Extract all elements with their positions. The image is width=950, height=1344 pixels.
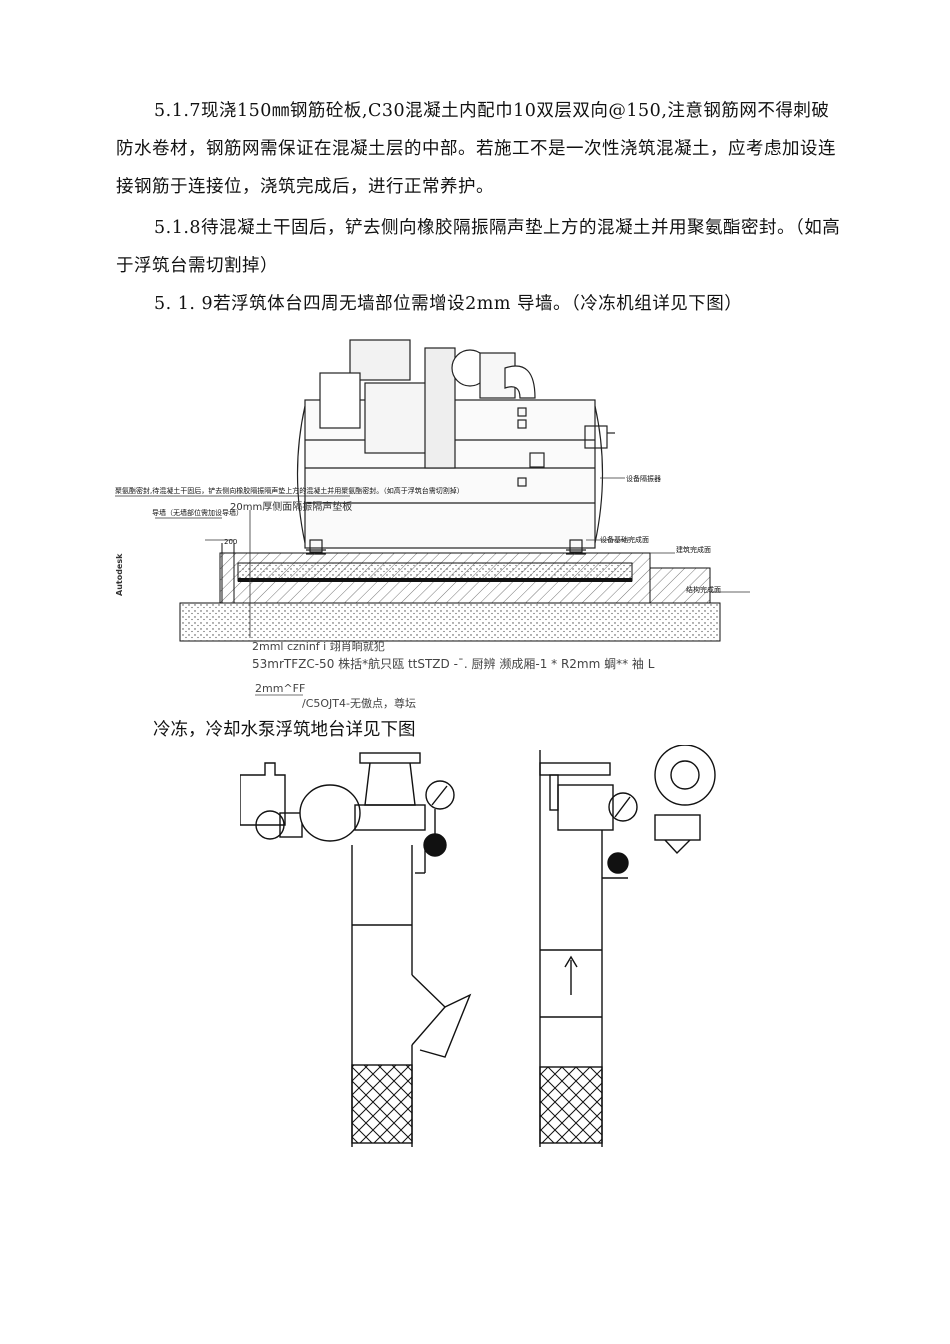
equipment-isolator-label: 设备隔振器 [626,474,661,483]
legend-line-1: 2mml czninf i 翊肖晌就犯 [252,639,385,653]
autodesk-watermark: Autodesk [115,553,124,596]
legend-line-4: /C5OJT4-无傲点，尊坛 [302,696,416,710]
left-pump-assembly [240,752,472,1147]
leader-lines [115,477,750,638]
sealant-note: 聚氨酯密封,待混凝土干固后，铲去侧向橡胶隔振隔声垫上方的混凝土并用聚氨酯密封。（… [115,486,464,495]
isolation-pad-label: 20mm厚侧面隔振隔声垫板 [230,500,352,513]
right-pump-assembly [539,745,716,1147]
legend-line-2: 53mrTFZC-50 株括*航只瓯 ttSTZD -ˉ. 厨辨 濒成厢-1 *… [252,656,655,671]
pump-floating-base-drawing [240,745,716,1147]
structure-finish-label: 结构完成面 [686,585,721,594]
guide-wall-label: 导墙（无墙部位需加设导墙） [152,508,243,517]
dimension-200: 200 [224,538,237,546]
floating-slab [179,543,721,642]
building-finish-label: 建筑完成面 [676,545,711,554]
legend-line-3: 2mm^FF [255,682,305,695]
chiller-floating-slab-drawing: 聚氨酯密封,待混凝土干固后，铲去侧向橡胶隔振隔声垫上方的混凝土并用聚氨酯密封。（… [115,339,750,710]
paragraph-5-1-8: 5.1.8待混凝土干固后，铲去侧向橡胶隔振隔声垫上方的混凝土并用聚氨酯密封。（如… [116,218,841,276]
chiller-unit [296,339,615,555]
paragraph-5-1-9: 5. 1. 9若浮筑体台四周无墙部位需增设2mm 导墙。（冷冻机组详见下图） [154,294,743,314]
pump-figure-caption: 冷冻，冷却水泵浮筑地台详见下图 [153,720,416,740]
equipment-base-label: 设备基础完成面 [600,535,649,544]
paragraph-5-1-7: 5.1.7现浇150㎜钢筋砼板,C30混凝土内配巾10双层双向@150,注意钢筋… [116,101,836,197]
